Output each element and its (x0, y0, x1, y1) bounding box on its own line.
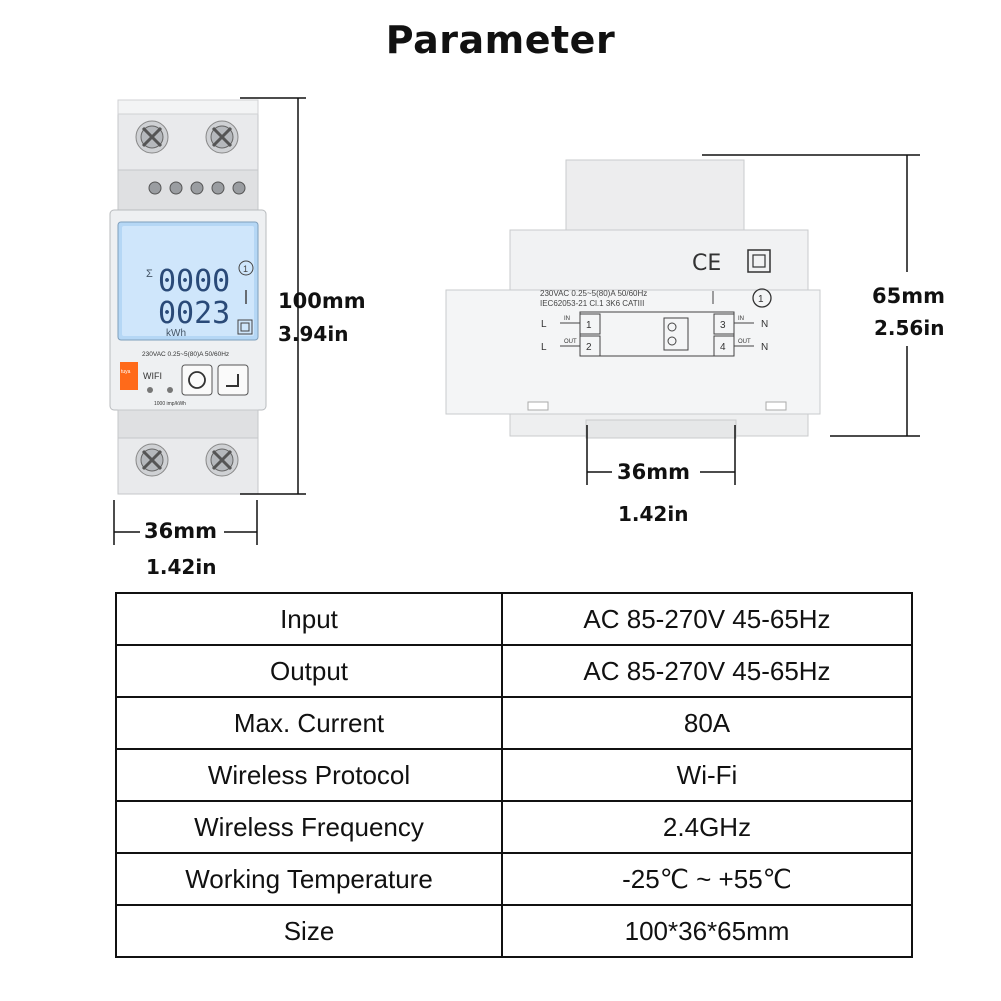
table-row: Input AC 85-270V 45-65Hz (115, 592, 913, 646)
brand-badge: tuya (121, 369, 131, 375)
side-standard-text: IEC62053-21 Cl.1 3K6 CATIII (540, 299, 644, 308)
lcd-line1: 0000 (158, 264, 230, 299)
cycle-button (181, 364, 213, 396)
screw-icon (205, 120, 239, 154)
value-cell: Wi-Fi (501, 748, 913, 802)
table-row: Size 100*36*65mm (115, 904, 913, 958)
terminal-num: 3 (720, 320, 726, 331)
svg-text:Σ: Σ (146, 268, 153, 280)
side-height-in: 2.56in (874, 316, 945, 340)
spec-table: Input AC 85-270V 45-65Hz Output AC 85-27… (115, 592, 913, 958)
lcd-unit: kWh (166, 328, 186, 339)
param-cell: Wireless Frequency (115, 800, 503, 854)
param-cell: Wireless Protocol (115, 748, 503, 802)
side-width-in: 1.42in (618, 502, 689, 526)
param-cell: Size (115, 904, 503, 958)
front-width-in: 1.42in (146, 555, 217, 579)
screw-icon (135, 120, 169, 154)
front-rating-text: 230VAC 0.25~5(80)A 50/60Hz (142, 351, 229, 358)
param-cell: Max. Current (115, 696, 503, 750)
ce-mark: CE (692, 251, 721, 276)
front-height-in: 3.94in (278, 322, 349, 346)
terminal-dir: OUT (738, 339, 751, 345)
value-cell: 2.4GHz (501, 800, 913, 854)
terminal-dir: IN (738, 316, 744, 322)
wifi-label: WIFI (143, 371, 162, 381)
lcd-line2: 0023 (158, 296, 230, 331)
screw-icon (205, 443, 239, 477)
terminal-side: N (761, 342, 768, 353)
table-row: Max. Current 80A (115, 696, 913, 750)
screw-icon (135, 443, 169, 477)
value-cell: -25℃ ~ +55℃ (501, 852, 913, 906)
table-row: Output AC 85-270V 45-65Hz (115, 644, 913, 698)
terminal-side: L (541, 342, 547, 353)
value-cell: 80A (501, 696, 913, 750)
front-view-drawing: Σ 0000 0023 kWh 1 230VAC 0.25~5(80)A 50/… (109, 97, 920, 545)
value-cell: 100*36*65mm (501, 904, 913, 958)
pulse-text: 1000 imp/kWh (154, 401, 186, 407)
param-cell: Working Temperature (115, 852, 503, 906)
side-height-mm: 65mm (872, 284, 945, 308)
page-title: Parameter (385, 18, 616, 62)
table-row: Working Temperature -25℃ ~ +55℃ (115, 852, 913, 906)
side-rating-text: 230VAC 0.25~5(80)A 50/60Hz (540, 289, 647, 298)
side-width-mm: 36mm (617, 460, 690, 484)
param-cell: Output (115, 644, 503, 698)
table-row: Wireless Protocol Wi-Fi (115, 748, 913, 802)
front-width-mm: 36mm (144, 519, 217, 543)
terminal-num: 1 (586, 320, 592, 331)
terminal-side: L (541, 319, 547, 330)
svg-text:1: 1 (243, 264, 248, 274)
param-cell: Input (115, 592, 503, 646)
terminal-side: N (761, 319, 768, 330)
value-cell: AC 85-270V 45-65Hz (501, 644, 913, 698)
terminal-dir: IN (564, 316, 570, 322)
front-height-mm: 100mm (278, 289, 366, 313)
terminal-num: 2 (586, 342, 592, 353)
terminal-dir: OUT (564, 339, 577, 345)
value-cell: AC 85-270V 45-65Hz (501, 592, 913, 646)
table-row: Wireless Frequency 2.4GHz (115, 800, 913, 854)
terminal-num: 4 (720, 342, 726, 353)
enter-button (217, 364, 249, 396)
svg-text:1: 1 (758, 294, 764, 305)
